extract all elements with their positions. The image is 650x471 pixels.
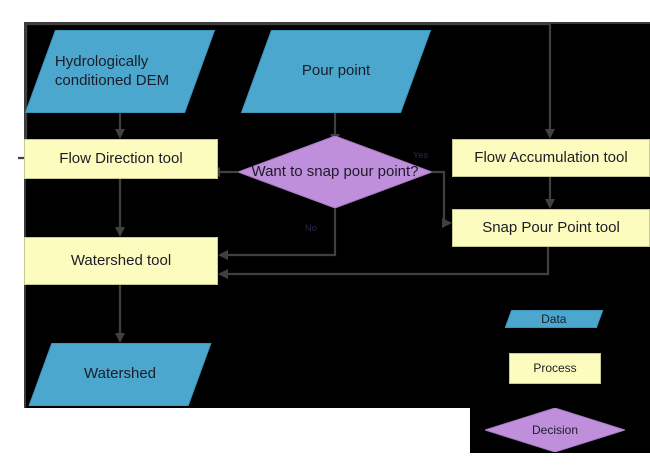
node-watershed[interactable]: Watershed xyxy=(28,343,212,406)
legend-item-data-shape: Data xyxy=(504,310,604,328)
legend-label-data: Data xyxy=(541,311,567,326)
node-label-snap-pour-point-tool: Snap Pour Point tool xyxy=(482,218,620,236)
node-label-dem: Hydrologically conditioned DEM xyxy=(55,52,170,89)
legend-item-process-shape: Process xyxy=(509,353,601,384)
legend-item-decision-shape: Decision xyxy=(485,408,625,452)
node-watershed-tool[interactable]: Watershed tool xyxy=(24,237,218,285)
branch-label-no: No xyxy=(305,223,317,233)
node-label-flow-direction-tool: Flow Direction tool xyxy=(59,149,183,167)
node-label-watershed: Watershed xyxy=(84,365,156,383)
node-flow-direction-tool[interactable]: Flow Direction tool xyxy=(24,139,218,179)
node-snap-decision[interactable]: Want to snap pour point? xyxy=(238,136,432,208)
node-hydrologically-conditioned-dem[interactable]: Hydrologically conditioned DEM xyxy=(24,30,216,113)
legend-label-process: Process xyxy=(533,361,577,375)
node-flow-accumulation-tool[interactable]: Flow Accumulation tool xyxy=(452,139,650,177)
node-label-pour-point: Pour point xyxy=(301,62,371,80)
decision-diamond-shape xyxy=(238,136,432,208)
legend-decision-diamond-shape xyxy=(485,408,625,452)
branch-label-yes: Yes xyxy=(413,150,429,160)
node-label-watershed-tool: Watershed tool xyxy=(70,251,172,269)
node-snap-pour-point-tool[interactable]: Snap Pour Point tool xyxy=(452,209,650,247)
node-pour-point[interactable]: Pour point xyxy=(240,30,432,113)
node-label-flow-accumulation-tool: Flow Accumulation tool xyxy=(474,148,628,166)
